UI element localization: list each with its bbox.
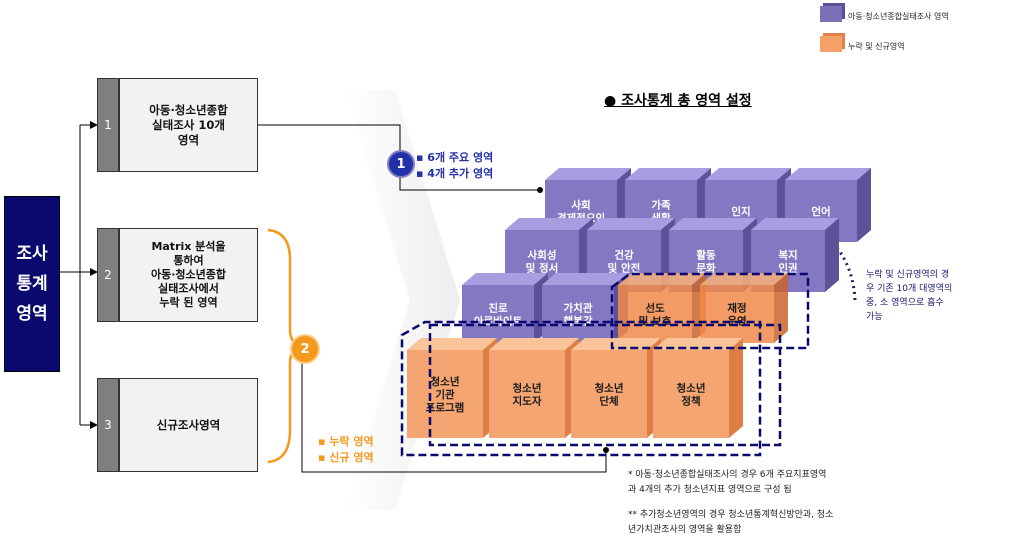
legend: 아동·청소년종합실태조사 영역 누락 및 신규영역 [820,6,1010,56]
legend-label-new: 누락 및 신규영역 [848,42,905,51]
new-area-highlight-top [610,272,810,350]
badge-2-item: ▪ 신규 영역 [318,451,374,464]
badge-2-number: 2 [300,341,310,357]
area-number-1: 1 [97,78,119,172]
absorption-annotation: 누락 및 신규영역의 경 우 기존 10개 대영역의 중, 소 영역으로 흡수 … [866,270,953,322]
badge-2-items: ▪ 누락 영역 ▪ 신규 영역 [318,434,374,466]
legend-label-survey: 아동·청소년종합실태조사 영역 [848,12,949,21]
area-box-1: 아동·청소년종합 실태조사 10개 영역 [119,78,258,172]
area-box-2: Matrix 분석을 통하여 아동·청소년종합 실태조사에서 누락 된 영역 [119,228,258,322]
badge-1-item: ▪ 6개 주요 영역 [416,151,494,164]
badge-1: 1 [387,150,415,178]
new-area-highlight-inner [428,323,782,447]
badge-1-item: ▪ 4개 추가 영역 [416,167,494,180]
root-label-line: 조사 [16,244,48,264]
area-box-3: 신규조사영역 [119,378,258,472]
area-number-3: 3 [97,378,119,472]
badge-1-items: ▪ 6개 주요 영역 ▪ 4개 추가 영역 [416,150,493,182]
footnote-2: ** 추가청소년영역의 경우 청소년통계혁신방안과, 청소 년가치관조사의 영역… [628,510,834,535]
footnote-1: * 아동·청소년종합실태조사의 경우 6개 주요지표영역 과 4개의 추가 청소… [628,470,827,495]
area-number-2: 2 [97,228,119,322]
legend-swatch-survey [820,6,842,22]
badge-2: 2 [290,334,320,364]
root-label-line: 영역 [16,304,48,324]
diagram-title: ● 조사통계 총 영역 설정 [604,93,752,109]
badge-2-item: ▪ 누락 영역 [318,435,374,448]
legend-swatch-new [820,36,842,52]
cube-back-2-label: 인지 [731,205,750,218]
root-label-line: 통계 [16,274,48,294]
root-category-box: 조사 통계 영역 [4,196,60,372]
new-area-highlight-outer [400,320,762,457]
cube-back-3-label: 언어 [811,205,830,218]
badge-1-number: 1 [396,156,406,172]
